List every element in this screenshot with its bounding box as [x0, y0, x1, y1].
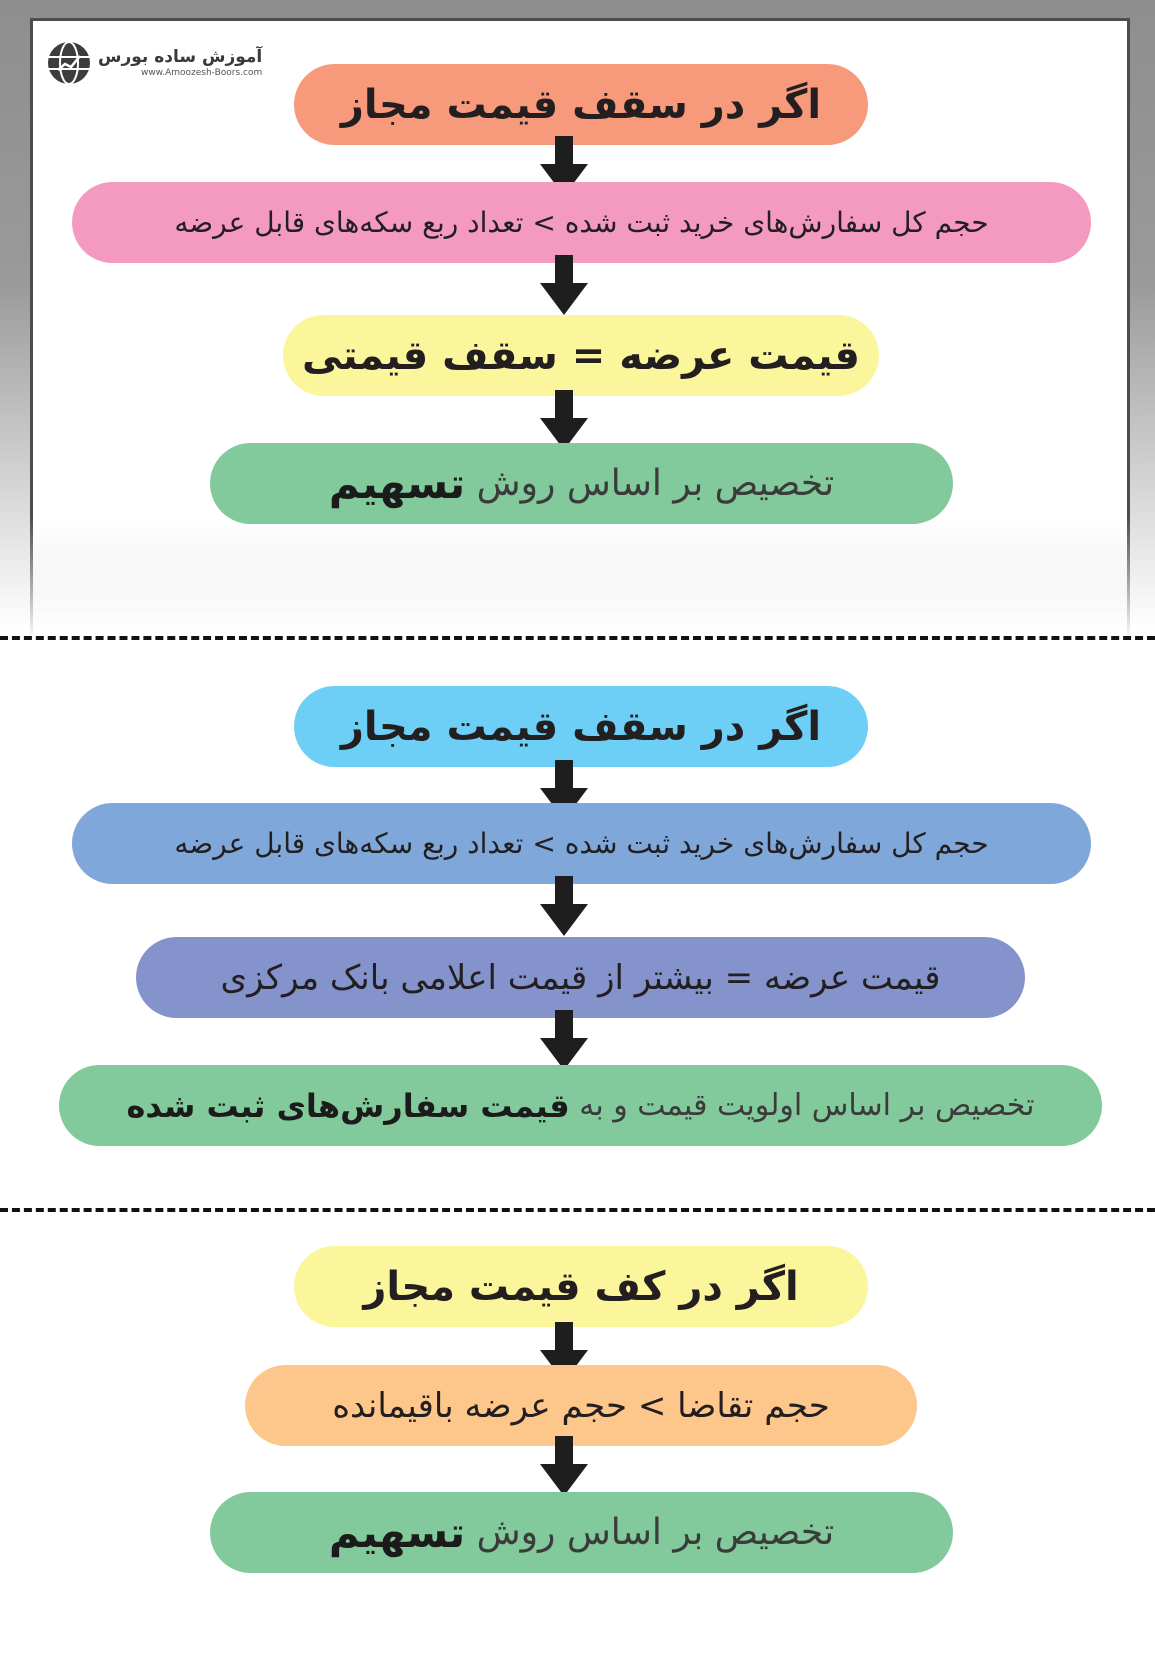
globe-chart-icon — [48, 41, 90, 85]
step-text: تخصیص بر اساس روش — [476, 463, 835, 504]
step-1-allocation: تخصیص بر اساس روش تسهیم — [210, 443, 953, 524]
step-text: قیمت عرضه = سقف قیمتی — [302, 332, 860, 379]
arrow-down-icon — [540, 876, 588, 936]
arrow-down-icon — [540, 1010, 588, 1070]
step-bold-text: تسهیم — [328, 1508, 466, 1557]
step-3-allocation: تخصیص بر اساس روش تسهیم — [210, 1492, 953, 1573]
step-text: حجم تقاضا > حجم عرضه باقیمانده — [332, 1385, 830, 1426]
logo-name: آموزش ساده بورس — [98, 47, 263, 67]
step-2-condition: اگر در سقف قیمت مجاز — [294, 686, 868, 767]
step-2-allocation: تخصیص بر اساس اولویت قیمت و به قیمت سفار… — [59, 1065, 1102, 1146]
arrow-down-icon — [540, 390, 588, 450]
step-1-volume: حجم کل سفارش‌های خرید ثبت شده > تعداد رب… — [72, 182, 1091, 263]
step-1-condition: اگر در سقف قیمت مجاز — [294, 64, 868, 145]
logo: آموزش ساده بورس www.Amoozesh-Boors.com — [46, 40, 262, 86]
arrow-down-icon — [540, 136, 588, 196]
step-text: قیمت عرضه = بیشتر از قیمت اعلامی بانک مر… — [220, 957, 941, 998]
section-divider — [0, 1208, 1155, 1212]
step-text: تخصیص بر اساس اولویت قیمت و به — [579, 1088, 1035, 1123]
step-bold-text: قیمت سفارش‌های ثبت شده — [126, 1086, 570, 1125]
arrow-down-icon — [540, 255, 588, 315]
step-bold-text: تسهیم — [328, 459, 466, 508]
step-2-volume: حجم کل سفارش‌های خرید ثبت شده > تعداد رب… — [72, 803, 1091, 884]
step-text: حجم کل سفارش‌های خرید ثبت شده > تعداد رب… — [174, 827, 989, 860]
step-text: اگر در سقف قیمت مجاز — [340, 81, 822, 128]
step-text: اگر در کف قیمت مجاز — [363, 1263, 799, 1310]
arrow-down-icon — [540, 1436, 588, 1496]
step-3-volume: حجم تقاضا > حجم عرضه باقیمانده — [245, 1365, 917, 1446]
step-text: حجم کل سفارش‌های خرید ثبت شده > تعداد رب… — [174, 206, 989, 239]
section-divider — [0, 636, 1155, 640]
step-2-price: قیمت عرضه = بیشتر از قیمت اعلامی بانک مر… — [136, 937, 1025, 1018]
logo-url: www.Amoozesh-Boors.com — [140, 68, 263, 78]
step-3-condition: اگر در کف قیمت مجاز — [294, 1246, 868, 1327]
step-text: تخصیص بر اساس روش — [476, 1512, 835, 1553]
step-1-price: قیمت عرضه = سقف قیمتی — [283, 315, 879, 396]
step-text: اگر در سقف قیمت مجاز — [340, 703, 822, 750]
